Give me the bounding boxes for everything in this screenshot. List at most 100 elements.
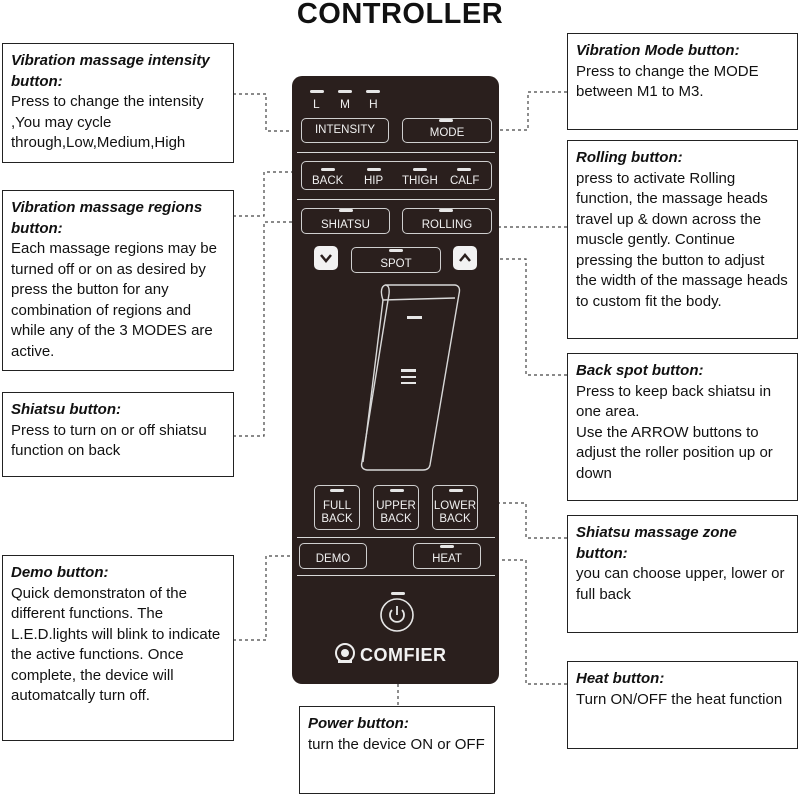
leader-spot [480,258,567,376]
arrow-down-button[interactable] [314,246,338,270]
led-high [366,90,380,93]
callout-body: Press to change the MODE between M1 to M… [576,62,759,101]
callout-body: Press to turn on or off shiatsu function… [11,421,207,460]
divider [297,575,495,576]
page-title: CONTROLLER [296,0,504,30]
callout-body: Turn ON/OFF the heat function [576,690,783,708]
spot-label: SPOT [380,258,412,270]
callout-heading: Vibration massage intensity button: [11,52,210,90]
divider [297,537,495,538]
divider [297,152,495,153]
callout-power: Power button: turn the device ON or OFF [299,706,495,794]
region-hip-button[interactable]: HIP [364,175,384,187]
leader-mode [493,91,567,131]
callout-body: you can choose upper, lower or full back [576,565,785,603]
back-roller-illustration [360,284,461,471]
mode-label: MODE [429,127,465,139]
leader-intensity [233,93,301,132]
level-label-medium: M [340,97,350,111]
upper-back-button[interactable]: UPPER BACK [373,485,419,530]
arrow-up-button[interactable] [453,246,477,270]
intensity-button[interactable]: INTENSITY [301,118,389,143]
chevron-down-icon [320,254,332,263]
callout-heading: Demo button: [11,564,109,581]
callout-heading: Power button: [308,715,409,732]
callout-intensity: Vibration massage intensity button: Pres… [2,43,234,163]
upper-back-label-1: UPPER [376,500,416,512]
callout-body: Quick demonstraton of the different func… [11,584,221,705]
callout-demo: Demo button: Quick demonstraton of the d… [2,555,234,741]
intensity-label: INTENSITY [314,124,376,136]
led-hip [367,168,381,171]
led-low [310,90,324,93]
level-label-high: H [369,97,378,111]
callout-body: Press to change the intensity ,You may c… [11,93,204,151]
brand-logo: COMFIER [360,645,447,665]
rolling-button[interactable]: ROLLING [402,208,492,234]
demo-button[interactable]: DEMO [299,543,367,569]
callout-shiatsu: Shiatsu button: Press to turn on or off … [2,392,234,477]
led-thigh [413,168,427,171]
callout-regions: Vibration massage regions button: Each m… [2,190,234,371]
power-button[interactable] [380,598,414,632]
leader-shiatsu [233,221,301,437]
chevron-up-icon [459,253,471,262]
led-spot [389,249,403,252]
callout-heading: Shiatsu massage zone button: [576,524,737,562]
led-upper-back [390,489,404,492]
callout-heading: Rolling button: [576,149,683,166]
led-mode [439,119,453,122]
led-full-back [330,489,344,492]
callout-heading: Back spot button: [576,362,704,379]
upper-back-label-2: BACK [380,513,412,525]
regions-button-group [301,161,492,190]
callout-body: turn the device ON or OFF [308,735,485,753]
shiatsu-button[interactable]: SHIATSU [301,208,390,234]
led-rolling [439,209,453,212]
callout-heat: Heat button: Turn ON/OFF the heat functi… [567,661,798,749]
lower-back-label-2: BACK [439,513,471,525]
callout-mode: Vibration Mode button: Press to change t… [567,33,798,130]
callout-heading: Vibration massage regions button: [11,199,203,237]
divider [297,199,495,200]
power-icon [380,598,414,632]
callout-body: press to activate Rolling function, the … [576,169,788,310]
lower-back-label-1: LOWER [433,500,477,512]
led-heat [440,545,454,548]
callout-rolling: Rolling button: press to activate Rollin… [567,140,798,339]
callout-heading: Heat button: [576,670,665,687]
full-back-label-1: FULL [322,500,352,512]
led-back [321,168,335,171]
callout-zone: Shiatsu massage zone button: you can cho… [567,515,798,633]
leader-regions [233,171,301,217]
spot-button[interactable]: SPOT [351,247,441,273]
leader-heat [481,559,567,685]
callout-body: Each massage regions may be turned off o… [11,240,217,360]
full-back-button[interactable]: FULL BACK [314,485,360,530]
led-lower-back [449,489,463,492]
heat-button[interactable]: HEAT [413,543,481,569]
led-medium [338,90,352,93]
callout-spot: Back spot button: Press to keep back shi… [567,353,798,501]
shiatsu-label: SHIATSU [321,219,370,231]
callout-heading: Shiatsu button: [11,401,121,418]
lower-back-button[interactable]: LOWER BACK [432,485,478,530]
heat-label: HEAT [432,553,462,565]
region-thigh-button[interactable]: THIGH [402,175,438,187]
region-back-button[interactable]: BACK [312,175,344,187]
led-calf [457,168,471,171]
leader-demo [233,555,301,641]
rolling-label: ROLLING [421,219,473,231]
comfier-logo-icon [335,643,355,663]
full-back-label-2: BACK [321,513,353,525]
led-shiatsu [339,209,353,212]
led-power [391,592,405,595]
callout-body: Press to keep back shiatsu in one area. … [576,382,773,482]
callout-heading: Vibration Mode button: [576,42,740,59]
region-calf-button[interactable]: CALF [450,175,480,187]
demo-label: DEMO [315,553,351,565]
level-label-low: L [313,97,320,111]
leader-zone [478,502,567,539]
mode-button[interactable]: MODE [402,118,492,143]
